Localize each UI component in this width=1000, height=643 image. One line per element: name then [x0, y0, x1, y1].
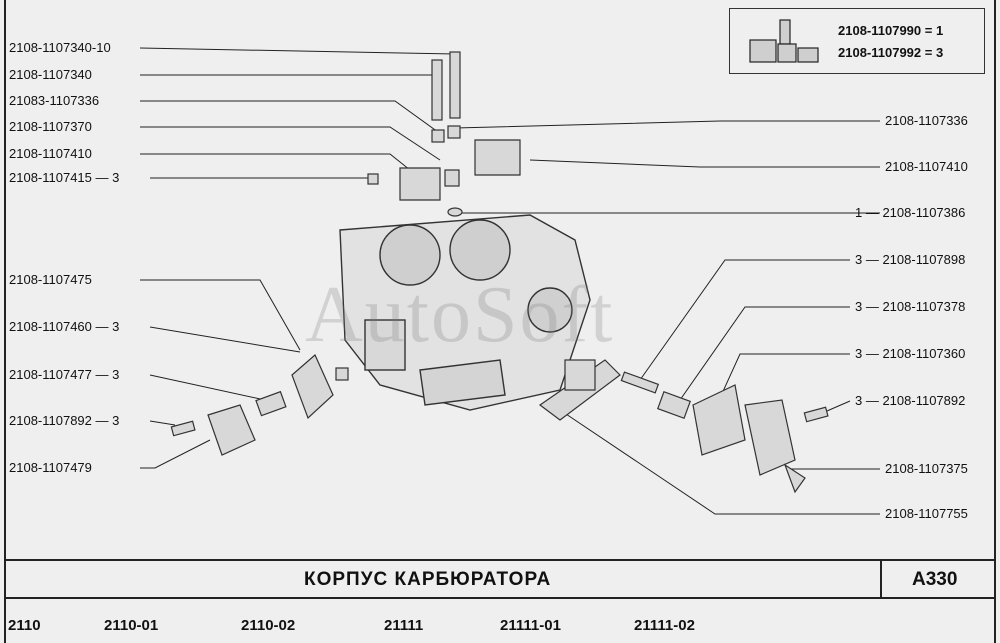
- label-part-1107340-10: 2108-1107340-10: [9, 40, 111, 55]
- label-part-1107386: 1 — 2108-1107386: [855, 205, 966, 220]
- label-part-1107360: 3 — 2108-1107360: [855, 346, 966, 361]
- label-part-1107892-left: 2108-1107892 — 3: [9, 413, 120, 428]
- page-frame: [4, 0, 996, 643]
- label-part-1107415: 2108-1107415 — 3: [9, 170, 120, 185]
- label-part-1107336-left: 21083-1107336: [9, 93, 100, 108]
- label-part-1107340: 2108-1107340: [9, 67, 92, 82]
- model-item: 21111-01: [500, 617, 561, 634]
- right-parts: [538, 359, 829, 494]
- model-item: 2110: [8, 617, 41, 634]
- label-part-1107378: 3 — 2108-1107378: [855, 299, 966, 314]
- page-code: А330: [912, 569, 958, 590]
- label-part-1107370: 2108-1107370: [9, 119, 92, 134]
- models-row: 2110 2110-01 2110-02 21111 21111-01 2111…: [4, 599, 996, 643]
- label-part-1107755: 2108-1107755: [885, 506, 968, 521]
- page-title: КОРПУС КАРБЮРАТОРА: [304, 569, 552, 590]
- code-box: А330: [880, 561, 996, 597]
- diagram-lines: [139, 47, 880, 515]
- model-item: 21111: [384, 617, 424, 634]
- kit-legend: 2108-1107990 = 1 2108-1107992 = 3: [729, 8, 985, 74]
- label-part-1107475: 2108-1107475: [9, 272, 92, 287]
- label-part-1107410-left: 2108-1107410: [9, 146, 92, 161]
- kit-parts-icon: [749, 19, 819, 63]
- model-item: 21111-02: [634, 617, 695, 634]
- label-part-1107375: 2108-1107375: [885, 461, 968, 476]
- legend-line-2: 2108-1107992 = 3: [838, 45, 944, 60]
- label-part-1107336-right: 2108-1107336: [885, 113, 968, 128]
- model-item: 2110-01: [104, 617, 159, 634]
- label-part-1107898: 3 — 2108-1107898: [855, 252, 966, 267]
- legend-line-1: 2108-1107990 = 1: [838, 23, 944, 38]
- label-part-1107477: 2108-1107477 — 3: [9, 367, 120, 382]
- model-item: 2110-02: [241, 617, 296, 634]
- label-part-1107460: 2108-1107460 — 3: [9, 319, 120, 334]
- watermark: AutoSoft: [305, 271, 615, 359]
- top-parts: [367, 51, 521, 217]
- label-part-1107410-right: 2108-1107410: [885, 159, 968, 174]
- left-parts: [170, 354, 349, 456]
- label-part-1107892-right: 3 — 2108-1107892: [855, 393, 966, 408]
- title-bar: КОРПУС КАРБЮРАТОРА А330: [4, 559, 996, 599]
- carburetor-body: [339, 214, 591, 411]
- label-part-1107479: 2108-1107479: [9, 460, 92, 475]
